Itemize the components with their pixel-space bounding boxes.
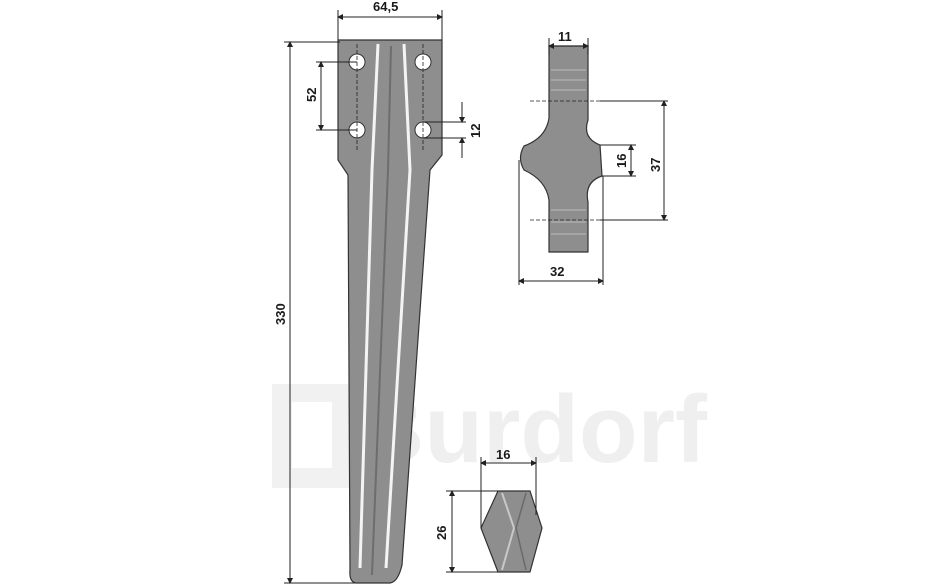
dim-tine-length: 330	[273, 303, 288, 325]
dim-tip-height: 26	[434, 526, 449, 540]
dim-tip-width: 16	[496, 447, 510, 462]
tip-section-shape	[480, 490, 543, 573]
cross-section-view: 11 32 37 16	[518, 29, 668, 285]
dim-section-thickness: 11	[558, 29, 572, 44]
dim-hole-spacing: 52	[304, 88, 319, 102]
watermark-square-inner	[292, 402, 332, 468]
dim-section-width: 32	[550, 264, 564, 279]
dim-section-flange: 16	[614, 154, 629, 168]
burdorf-watermark: Burdorf	[272, 376, 708, 488]
tine-groove-left	[358, 43, 380, 569]
tip-section-view: 16 26	[434, 447, 543, 573]
tine-groove-right	[384, 43, 412, 569]
dim-hole-size: 12	[468, 124, 483, 138]
dim-tine-width: 64,5	[373, 0, 398, 14]
tine-groove-center	[371, 45, 392, 576]
tine-front-view: 64,5 330 52 12	[273, 0, 483, 584]
cross-section-shape	[519, 45, 603, 253]
dim-section-height: 37	[648, 158, 663, 172]
